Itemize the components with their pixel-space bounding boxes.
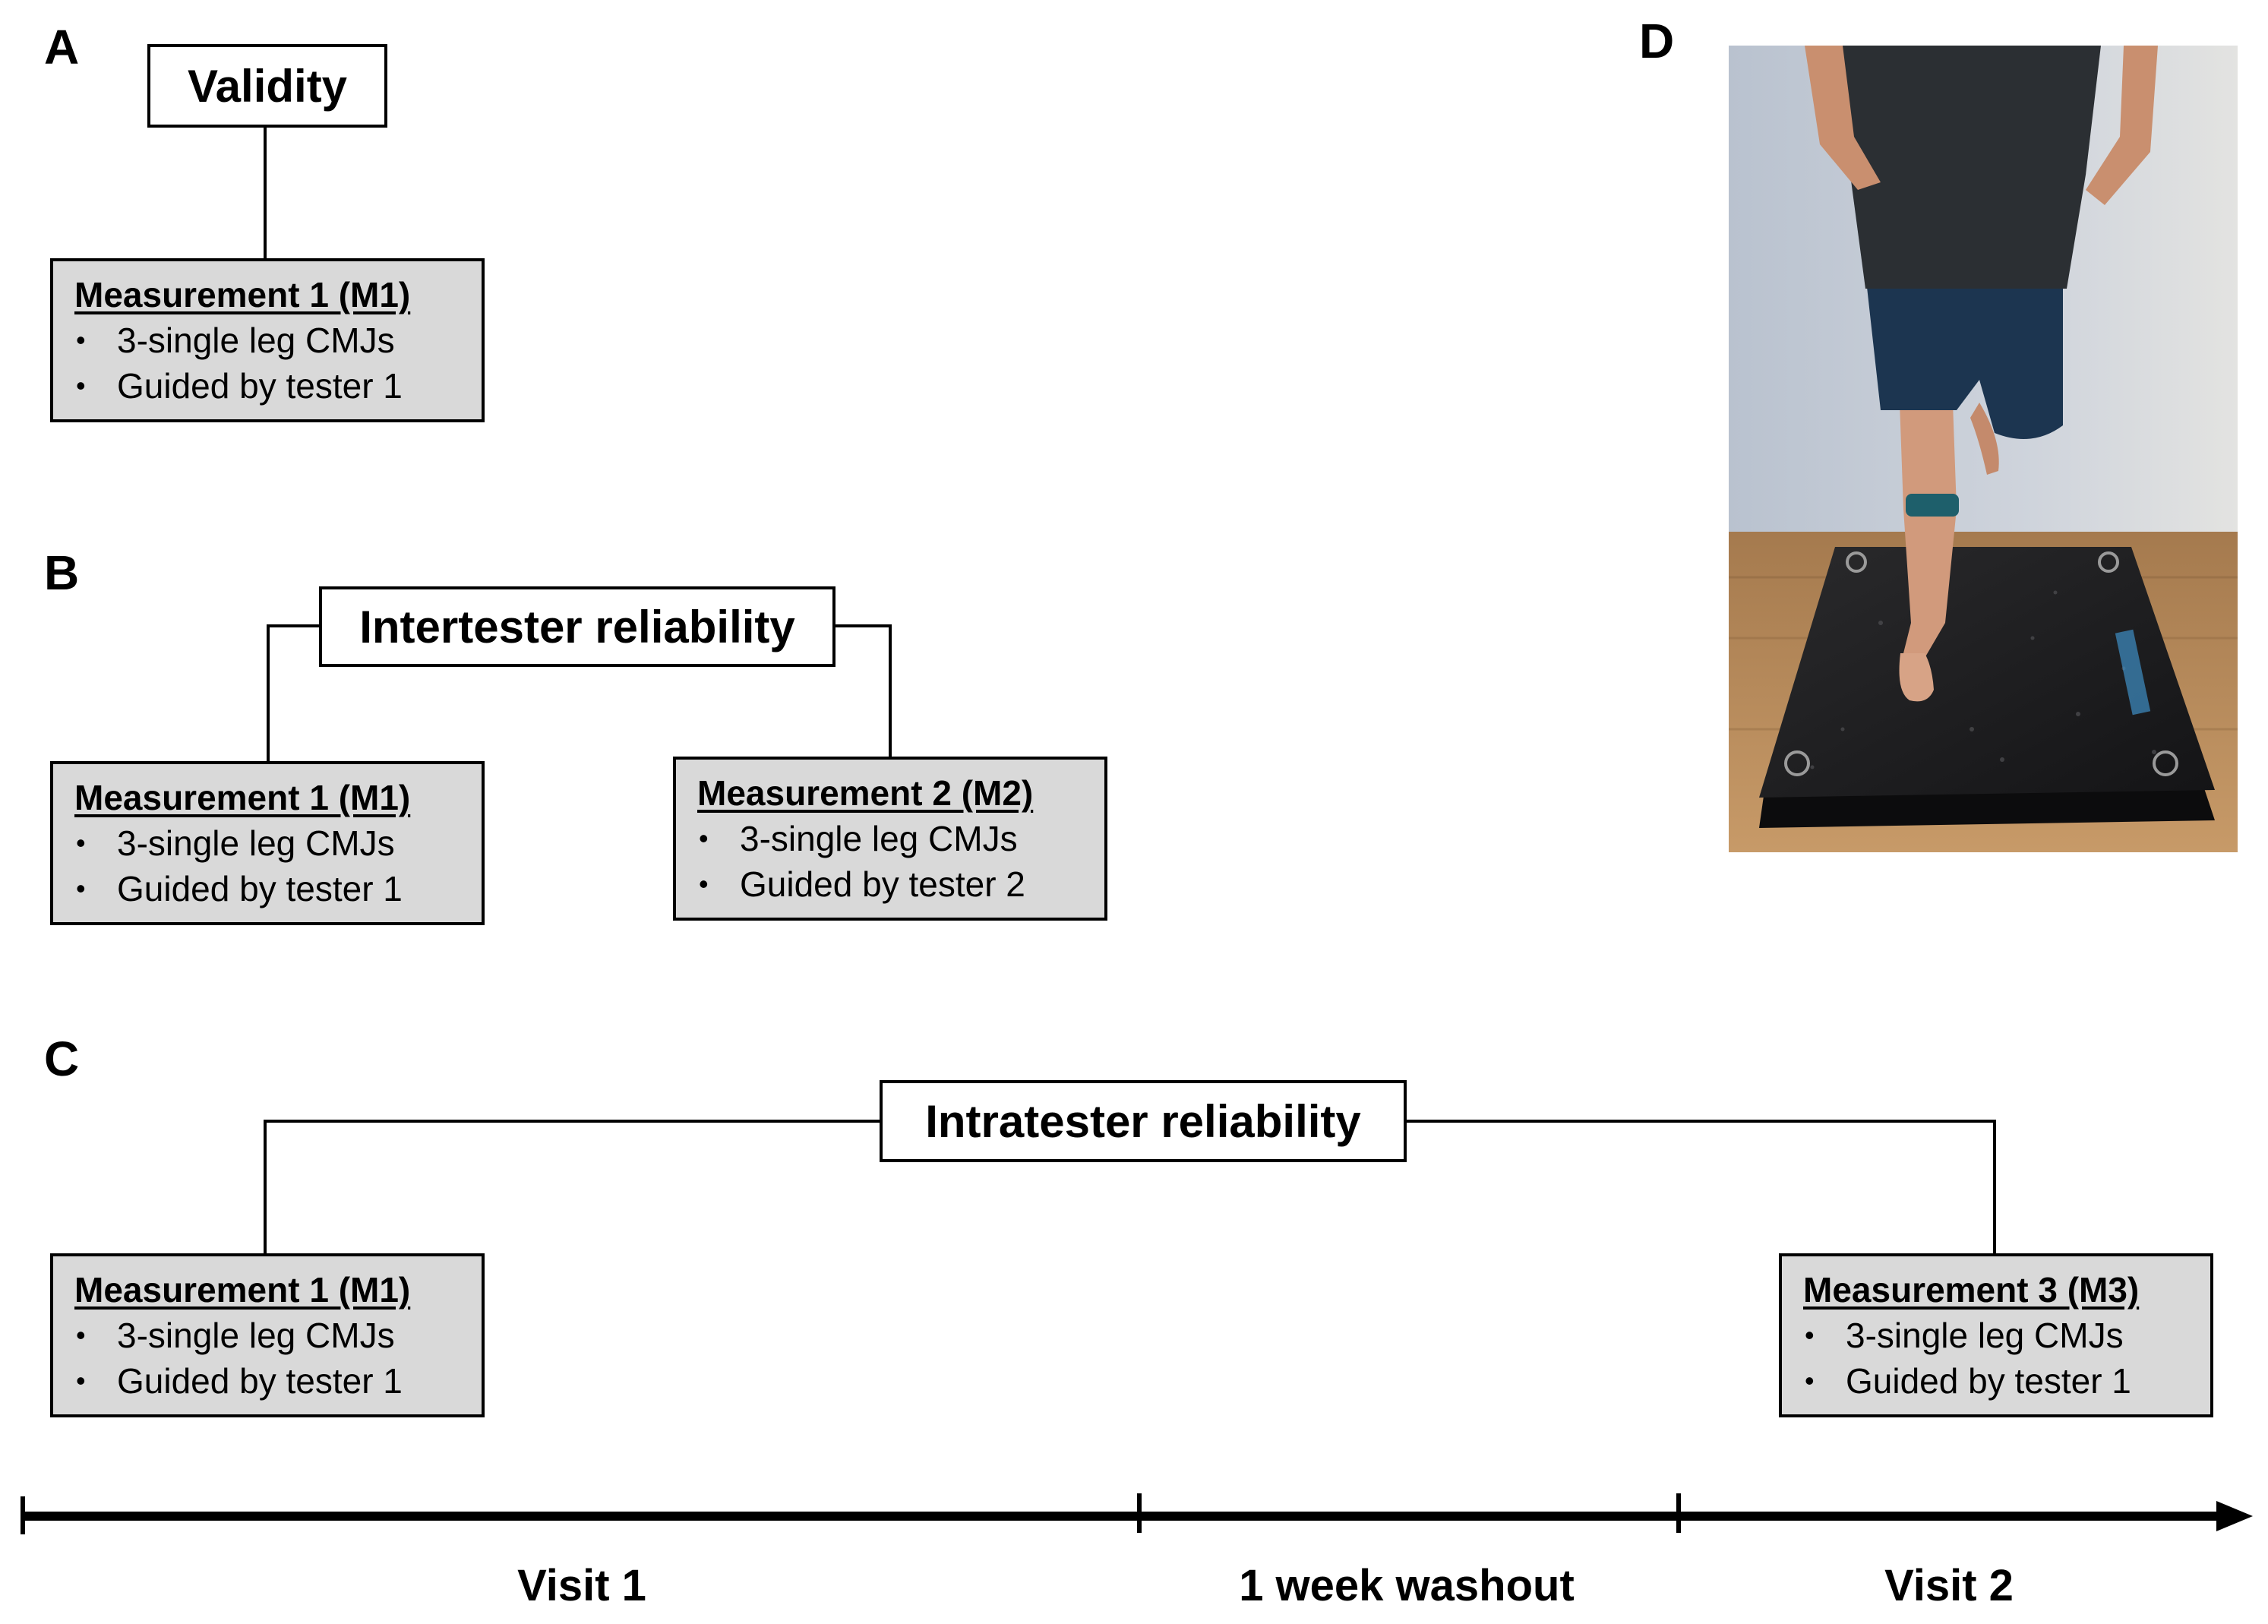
measurement-item: 3-single leg CMJs xyxy=(74,820,482,866)
connector-b-right-h xyxy=(835,624,892,627)
connector-b-left-v xyxy=(267,624,270,763)
connector-b-right-v xyxy=(889,624,892,758)
panel-letter-b: B xyxy=(44,545,80,600)
connector-b-left-h xyxy=(267,624,319,627)
measurement-item: Guided by tester 1 xyxy=(1803,1358,2210,1404)
shorts xyxy=(1865,273,2063,439)
plate-bolt xyxy=(1846,551,1867,573)
standing-leg xyxy=(1900,403,1957,668)
connector-c-left-h xyxy=(264,1120,880,1123)
panel-letter-a: A xyxy=(44,20,80,74)
plate-bolt xyxy=(1784,750,1810,776)
measurement-box-b-m2: Measurement 2 (M2) 3-single leg CMJs Gui… xyxy=(673,757,1107,921)
right-arm xyxy=(2086,46,2158,205)
timeline-arrowhead xyxy=(2216,1501,2253,1531)
knee-sensor-strap xyxy=(1906,494,1959,517)
panel-letter-d: D xyxy=(1639,14,1675,68)
measurement-item: Guided by tester 2 xyxy=(697,861,1104,907)
measurement-item: Guided by tester 1 xyxy=(74,363,482,409)
measurement-box-c-m3: Measurement 3 (M3) 3-single leg CMJs Gui… xyxy=(1779,1253,2213,1417)
measurement-item: 3-single leg CMJs xyxy=(697,816,1104,861)
intratester-title-box: Intratester reliability xyxy=(880,1080,1407,1162)
measurement-item: 3-single leg CMJs xyxy=(74,318,482,363)
measurement-box-c-m1: Measurement 1 (M1) 3-single leg CMJs Gui… xyxy=(50,1253,485,1417)
measurement-item: Guided by tester 1 xyxy=(74,1358,482,1404)
measurement-box-b-m1: Measurement 1 (M1) 3-single leg CMJs Gui… xyxy=(50,761,485,925)
force-plate xyxy=(1759,547,2215,798)
measurement-box-a-m1: Measurement 1 (M1) 3-single leg CMJs Gui… xyxy=(50,258,485,422)
force-plate-photo xyxy=(1729,46,2238,852)
measurement-item: Guided by tester 1 xyxy=(74,866,482,912)
panel-letter-c: C xyxy=(44,1032,80,1086)
measurement-item: 3-single leg CMJs xyxy=(74,1313,482,1358)
validity-title-box: Validity xyxy=(147,44,387,128)
timeline-label-visit-2: Visit 2 xyxy=(1884,1561,2014,1610)
connector-a xyxy=(264,128,267,258)
raised-leg xyxy=(1970,403,1999,475)
connector-c-left-v xyxy=(264,1120,267,1253)
shirt xyxy=(1835,46,2101,289)
measurement-title: Measurement 2 (M2) xyxy=(697,773,1034,813)
measurement-title: Measurement 3 (M3) xyxy=(1803,1270,2140,1310)
left-arm xyxy=(1805,46,1881,190)
connector-c-right-v xyxy=(1993,1120,1996,1253)
plate-bolt xyxy=(2098,551,2119,573)
measurement-title: Measurement 1 (M1) xyxy=(74,275,411,314)
timeline-label-washout: 1 week washout xyxy=(1239,1561,1575,1610)
timeline-label-visit-1: Visit 1 xyxy=(517,1561,646,1610)
measurement-item: 3-single leg CMJs xyxy=(1803,1313,2210,1358)
connector-c-right-h xyxy=(1407,1120,1996,1123)
foot xyxy=(1899,653,1934,702)
measurement-title: Measurement 1 (M1) xyxy=(74,778,411,817)
plate-bolt xyxy=(2153,750,2178,776)
intertester-title-box: Intertester reliability xyxy=(319,586,835,667)
plate-brand-mark xyxy=(2115,629,2151,716)
measurement-title: Measurement 1 (M1) xyxy=(74,1270,411,1310)
